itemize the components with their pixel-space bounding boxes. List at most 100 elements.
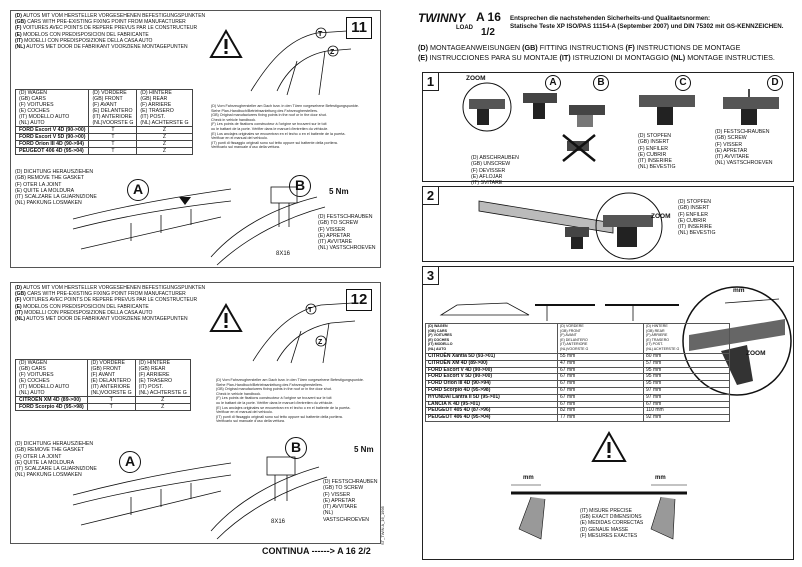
header-line: (F) VOITURES bbox=[19, 102, 54, 108]
vehicle-table-11: (D) WAGEN(GB) CARS(F) VOITURES(E) COCHES… bbox=[14, 89, 193, 155]
col-front-header: (D) VORDERE(GB) FRONT(F) AVANT(E) DELANT… bbox=[557, 323, 644, 354]
standards-text: Entsprechen die nachstehenden Sicherheit… bbox=[510, 15, 800, 30]
insert-label: (E) CUBRIR bbox=[678, 217, 707, 224]
note-line: (F) Les points de fixations constructeur… bbox=[216, 396, 332, 401]
warning-text-line: AUTO'S MET DOOR DE FABRIKANT VOORZIENE M… bbox=[26, 316, 188, 323]
header-line: (D) VORDERE bbox=[560, 324, 584, 328]
zoom-label: ZOOM bbox=[746, 350, 766, 357]
step-number: 2 bbox=[423, 187, 439, 205]
instructions-text: INSTRUCTIONS DE MONTAGE bbox=[636, 43, 741, 52]
note-line: Verificarlo sul manuale d'uso della vett… bbox=[211, 145, 280, 150]
section-11-panel: (D) AUTOS MIT VOM HERSTELLER VORGESEHENE… bbox=[10, 10, 381, 268]
measurement-table: (D) WAGEN(GB) CARS(F) VOITURES(E) COCHES… bbox=[425, 323, 730, 422]
header-line: (F) AVANT bbox=[92, 102, 117, 108]
header-line: (E) DELANTERO bbox=[92, 108, 133, 114]
insert-label: (NL) BEVESTIG bbox=[638, 164, 676, 171]
section-12-panel: (D) AUTOS MIT VOM HERSTELLER VORGESEHENE… bbox=[10, 282, 381, 544]
header-line: (D) HINTERE bbox=[140, 90, 172, 96]
header-line: (D) HINTERE bbox=[646, 324, 668, 328]
foot-open-drawing bbox=[569, 105, 605, 127]
note-line: (F) Les points de fixations constructeur… bbox=[211, 122, 327, 127]
warning-line: (F) VOITURES AVEC POINTS DE REPERE PREVU… bbox=[15, 297, 211, 303]
header-line: (E) TRASERO bbox=[138, 378, 172, 384]
continua-label: CONTINUA ------> A 16 2/2 bbox=[262, 546, 371, 556]
header-line: (IT) MODELLO AUTO bbox=[19, 114, 70, 120]
mark-b-circle: B bbox=[285, 437, 307, 459]
warning-line: (IT) MODELLI CON PREDISPOSIZIONE DELLA C… bbox=[15, 38, 211, 44]
header-line: (GB) REAR bbox=[140, 96, 168, 102]
rear-point: Z bbox=[136, 126, 193, 134]
handbook-note: (D) Vom Fahrzeughersteller am Dach bzw. … bbox=[211, 104, 379, 150]
header-line: (IT) ANTERIORE bbox=[90, 384, 131, 390]
screw-steps: (D) FESTSCHRAUBEN(GB) TO SCREW(F) VISSER… bbox=[323, 479, 380, 523]
lang-code: (IT) bbox=[15, 309, 23, 316]
header-line: (GB) REAR bbox=[138, 366, 166, 372]
note-line: ou le battant de la porte. Vérifier dans… bbox=[216, 400, 334, 405]
screw-size: 8X16 bbox=[276, 251, 291, 257]
header-line: (NL) ACHTERSTE G bbox=[646, 346, 680, 351]
screw-step: (IT) AVVITARE bbox=[318, 239, 353, 246]
warning-text-line: MODELLI CON PREDISPOSIZIONE DELLA CASA A… bbox=[24, 309, 153, 316]
insert-label: (IT) INSERIRE bbox=[638, 158, 673, 165]
header-line: (E) TRASERO bbox=[646, 337, 670, 342]
warning-text-line: AUTOS MIT VOM HERSTELLER VORGESEHENEN BE… bbox=[23, 13, 206, 19]
front-point: T bbox=[86, 396, 136, 404]
rear-point: Z bbox=[136, 147, 193, 155]
header-line: (D) WAGEN bbox=[428, 324, 448, 328]
header-line: (E) COCHES bbox=[428, 337, 450, 342]
note-line: Check in vehicle handbook. bbox=[211, 117, 257, 122]
instructions-text: MONTAGE INSTRUCTIES. bbox=[687, 53, 775, 62]
front-point: T bbox=[88, 126, 138, 134]
front-point: T bbox=[88, 133, 138, 141]
warning-line: (NL) AUTO'S MET DOOR DE FABRIKANT VOORZI… bbox=[15, 316, 211, 322]
header-line: (NL) AUTO bbox=[19, 120, 45, 126]
rear-point: Z bbox=[136, 140, 193, 148]
model-name: A 16 bbox=[476, 10, 501, 24]
header-line: (F) ARRIERE bbox=[138, 372, 170, 378]
gasket-step: (F) OTER LA JOINT bbox=[15, 453, 62, 460]
screw-label: (D) FESTSCHRAUBEN bbox=[715, 129, 770, 135]
lang-code: (F) bbox=[15, 297, 22, 304]
mark-b-circle: B bbox=[289, 175, 311, 197]
screw-step: (NL) VASTSCHROEVEN bbox=[318, 245, 376, 252]
warning-text-line: MODELOS CON PREDISPOSICION DEL FABRICANT… bbox=[23, 303, 149, 310]
insert-labels: (D) STOPFEN(GB) INSERT(F) ENFILER(E) CUB… bbox=[638, 133, 675, 171]
header-line: (NL) ACHTERSTE G bbox=[138, 390, 187, 396]
gasket-step: (D) DICHTUNG HERAUSZIEHEN bbox=[15, 169, 94, 175]
instructions-text: INSTRUCCIONES PARA SU MONTAJE bbox=[429, 53, 558, 62]
header-line: (E) COCHES bbox=[19, 378, 50, 384]
exact-label: (D) GENAUE MASSE bbox=[580, 526, 629, 533]
mark-c-circle: C bbox=[675, 75, 691, 91]
mark-t: T bbox=[318, 31, 323, 38]
insert-label: (NL) BEVESTIG bbox=[678, 230, 716, 237]
instructions-text: MONTAGEANWEISUNGEN bbox=[429, 43, 521, 52]
screw-step: (E) APRETAR bbox=[318, 232, 351, 239]
insert-label: (D) STOPFEN bbox=[678, 199, 712, 205]
col-front-header: (D) VORDERE(GB) FRONT(F) AVANT(E) DELANT… bbox=[86, 359, 136, 397]
front-distance: 77 mm bbox=[557, 414, 644, 422]
insert-label: (D) STOPFEN bbox=[638, 133, 672, 139]
lang-code: (NL) bbox=[15, 44, 25, 51]
insert-label: (IT) INSERIRE bbox=[678, 224, 713, 231]
header-line: (IT) MODELLO AUTO bbox=[19, 384, 70, 390]
mm-label: mm bbox=[655, 475, 666, 481]
gasket-step: (F) OTER LA JOINT bbox=[15, 181, 62, 188]
mark-z: Z bbox=[318, 339, 323, 346]
note-line: ou le battant de la porte. Vérifier dans… bbox=[211, 126, 329, 131]
car-model: PEUGEOT 406 4D (95->04) bbox=[14, 147, 90, 155]
col-rear-header: (D) HINTERE(GB) REAR(F) ARRIERE(E) TRASE… bbox=[643, 323, 730, 354]
screw-step: (E) APRETAR bbox=[323, 497, 356, 504]
col-rear-header: (D) HINTERE(GB) REAR(F) ARRIERE(E) TRASE… bbox=[134, 359, 191, 397]
gasket-step: (GB) REMOVE THE GASKET bbox=[15, 447, 85, 454]
lang-code: (IT) bbox=[559, 53, 571, 62]
bar-foot-drawing bbox=[210, 186, 326, 266]
header-line: (GB) CARS bbox=[19, 366, 46, 372]
header-line: (E) TRASERO bbox=[140, 108, 174, 114]
note-line: (E) Los anclajes originales se encuentra… bbox=[211, 131, 346, 136]
header-line: (GB) FRONT bbox=[92, 96, 123, 102]
rear-point: Z bbox=[134, 403, 191, 411]
lang-code: (GB) bbox=[522, 43, 538, 52]
lang-code: (NL) bbox=[670, 53, 686, 62]
